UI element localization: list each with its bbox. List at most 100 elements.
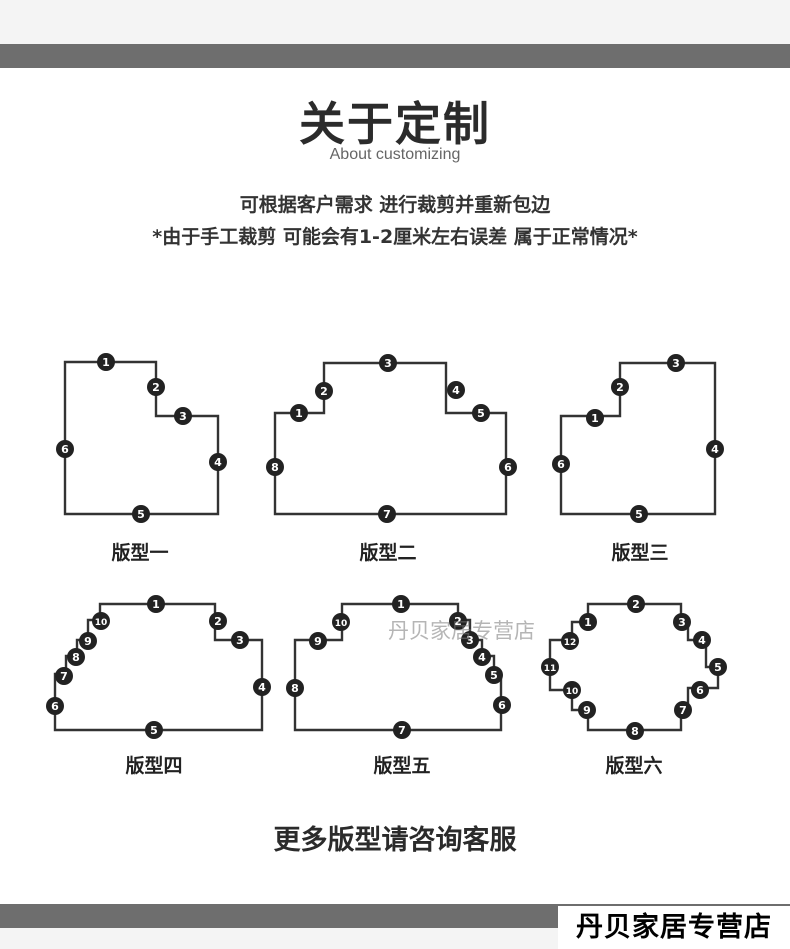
- edge-marker-dot: [79, 632, 97, 650]
- edge-marker-dot: [266, 458, 284, 476]
- edge-marker-dot: [92, 612, 110, 630]
- edge-marker-number: 9: [314, 635, 322, 648]
- shape-label: 版型三: [611, 541, 668, 564]
- shape-label: 版型五: [373, 754, 430, 777]
- shop-logo: 丹贝家居专营店: [558, 906, 790, 949]
- edge-marker-dot: [97, 353, 115, 371]
- edge-marker-3: 3: [673, 613, 691, 631]
- edge-marker-4: 4: [253, 678, 271, 696]
- edge-marker-dot: [56, 440, 74, 458]
- edge-marker-1: 1: [290, 404, 308, 422]
- edge-marker-4: 4: [693, 631, 711, 649]
- edge-marker-dot: [499, 458, 517, 476]
- edge-marker-number: 4: [214, 456, 222, 469]
- edge-marker-5: 5: [709, 658, 727, 676]
- edge-marker-9: 9: [309, 632, 327, 650]
- edge-marker-4: 4: [473, 648, 491, 666]
- edge-marker-3: 3: [379, 354, 397, 372]
- edge-marker-2: 2: [315, 382, 333, 400]
- edge-marker-2: 2: [449, 612, 467, 630]
- edge-marker-dot: [667, 354, 685, 372]
- edge-marker-dot: [145, 721, 163, 739]
- edge-marker-12: 12: [561, 632, 579, 650]
- edge-marker-number: 5: [137, 508, 145, 521]
- edge-marker-dot: [578, 701, 596, 719]
- edge-marker-dot: [552, 455, 570, 473]
- edge-marker-number: 2: [616, 381, 624, 394]
- edge-marker-number: 4: [711, 443, 719, 456]
- edge-marker-number: 6: [51, 700, 59, 713]
- edge-marker-10: 10: [332, 613, 350, 631]
- edge-marker-5: 5: [145, 721, 163, 739]
- edge-marker-dot: [691, 681, 709, 699]
- edge-marker-dot: [393, 721, 411, 739]
- edge-marker-4: 4: [209, 453, 227, 471]
- edge-marker-1: 1: [579, 613, 597, 631]
- edge-marker-1: 1: [586, 409, 604, 427]
- edge-marker-number: 4: [478, 651, 486, 664]
- edge-marker-dot: [55, 667, 73, 685]
- edge-marker-5: 5: [132, 505, 150, 523]
- edge-marker-dot: [315, 382, 333, 400]
- shape-outline: [53, 602, 264, 732]
- edge-marker-dot: [447, 381, 465, 399]
- edge-marker-dot: [132, 505, 150, 523]
- edge-marker-dot: [626, 722, 644, 740]
- edge-marker-number: 5: [477, 407, 485, 420]
- edge-marker-10: 10: [563, 681, 581, 699]
- edge-marker-number: 6: [61, 443, 69, 456]
- edge-marker-8: 8: [266, 458, 284, 476]
- shape-label: 版型一: [111, 541, 168, 564]
- edge-marker-number: 8: [631, 725, 639, 738]
- edge-marker-number: 3: [384, 357, 392, 370]
- edge-marker-dot: [449, 612, 467, 630]
- page-subtitle: About customizing: [329, 146, 461, 163]
- edge-marker-number: 7: [60, 670, 68, 683]
- edge-marker-3: 3: [174, 407, 192, 425]
- edge-marker-number: 10: [95, 618, 108, 628]
- edge-marker-dot: [231, 631, 249, 649]
- edge-marker-number: 10: [335, 619, 348, 629]
- edge-marker-dot: [541, 658, 559, 676]
- edge-marker-number: 5: [635, 508, 643, 521]
- edge-marker-number: 8: [291, 682, 299, 695]
- edge-marker-3: 3: [461, 631, 479, 649]
- edge-marker-dot: [46, 697, 64, 715]
- edge-marker-number: 7: [398, 724, 406, 737]
- edge-marker-dot: [147, 595, 165, 613]
- custom-note-line-2: *由于手工裁剪 可能会有1-2厘米左右误差 属于正常情况*: [152, 226, 638, 248]
- edge-marker-number: 1: [584, 616, 592, 629]
- edge-marker-dot: [674, 701, 692, 719]
- edge-marker-number: 4: [452, 384, 460, 397]
- shape-outline: [273, 361, 508, 516]
- edge-marker-number: 11: [544, 664, 557, 674]
- edge-marker-7: 7: [55, 667, 73, 685]
- shape-label: 版型四: [125, 754, 182, 777]
- edge-marker-6: 6: [46, 697, 64, 715]
- edge-marker-dot: [286, 679, 304, 697]
- edge-marker-number: 6: [557, 458, 565, 471]
- edge-marker-dot: [472, 404, 490, 422]
- edge-marker-number: 6: [504, 461, 512, 474]
- edge-marker-11: 11: [541, 658, 559, 676]
- edge-marker-number: 2: [632, 598, 640, 611]
- edge-marker-1: 1: [147, 595, 165, 613]
- edge-marker-dot: [579, 613, 597, 631]
- edge-marker-number: 8: [72, 651, 80, 664]
- edge-marker-number: 5: [150, 724, 158, 737]
- edge-marker-7: 7: [393, 721, 411, 739]
- edge-marker-8: 8: [626, 722, 644, 740]
- edge-marker-1: 1: [97, 353, 115, 371]
- edge-marker-8: 8: [67, 648, 85, 666]
- edge-marker-6: 6: [552, 455, 570, 473]
- edge-marker-4: 4: [706, 440, 724, 458]
- edge-marker-number: 1: [397, 598, 405, 611]
- edge-marker-number: 4: [698, 634, 706, 647]
- edge-marker-dot: [627, 595, 645, 613]
- shape-outline: [548, 602, 720, 732]
- edge-marker-number: 2: [214, 615, 222, 628]
- edge-marker-number: 9: [84, 635, 92, 648]
